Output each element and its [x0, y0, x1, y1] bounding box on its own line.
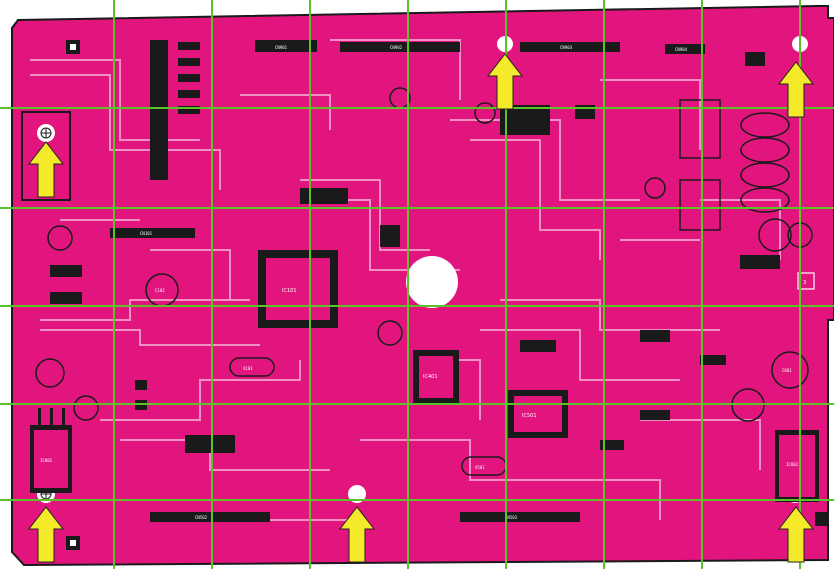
reg-right-label: IC802	[786, 462, 799, 467]
coil-layer	[679, 99, 790, 231]
conn-label: CN503	[505, 515, 518, 520]
conn-label: CN901	[275, 45, 288, 50]
ic-main-label: IC101	[282, 288, 297, 294]
mounting-hole	[348, 485, 366, 503]
ic-main-qfp: IC101	[258, 250, 338, 328]
conn-label: CN902	[390, 45, 403, 50]
center-hole	[406, 256, 458, 308]
crystal: X101	[229, 357, 275, 377]
edge-marker	[797, 272, 815, 290]
reg-left-label: IC801	[40, 458, 53, 463]
conn-label: CN101	[140, 231, 153, 236]
cap-label: C801	[782, 368, 792, 373]
ic-lower-label: IC501	[522, 413, 537, 419]
conn-label: CN502	[195, 515, 208, 520]
edge-marker-label: 3	[803, 280, 806, 286]
ic-center-label: IC401	[423, 374, 438, 380]
screw-arrow-icon	[777, 61, 815, 118]
arrow-layer	[27, 53, 815, 563]
ic-lower: IC501	[508, 390, 568, 438]
ic-center: IC401	[413, 350, 459, 404]
regulator-right: IC802	[775, 430, 819, 502]
screw-arrow-icon	[338, 506, 376, 563]
screw-arrow-icon	[27, 506, 65, 563]
conn-label: CN904	[675, 47, 688, 52]
component-layer	[50, 40, 780, 522]
cap-label: C102	[155, 288, 165, 293]
conn-label: CN903	[560, 45, 573, 50]
screw-arrow-icon	[486, 53, 524, 110]
crystal-label: X101	[243, 366, 253, 371]
heatsink-upper-left	[21, 111, 71, 201]
regulator-left: IC801	[30, 408, 72, 493]
screw-arrow-icon	[777, 506, 815, 563]
screw-arrow-icon	[27, 141, 65, 198]
crystal-label: X501	[475, 465, 485, 470]
